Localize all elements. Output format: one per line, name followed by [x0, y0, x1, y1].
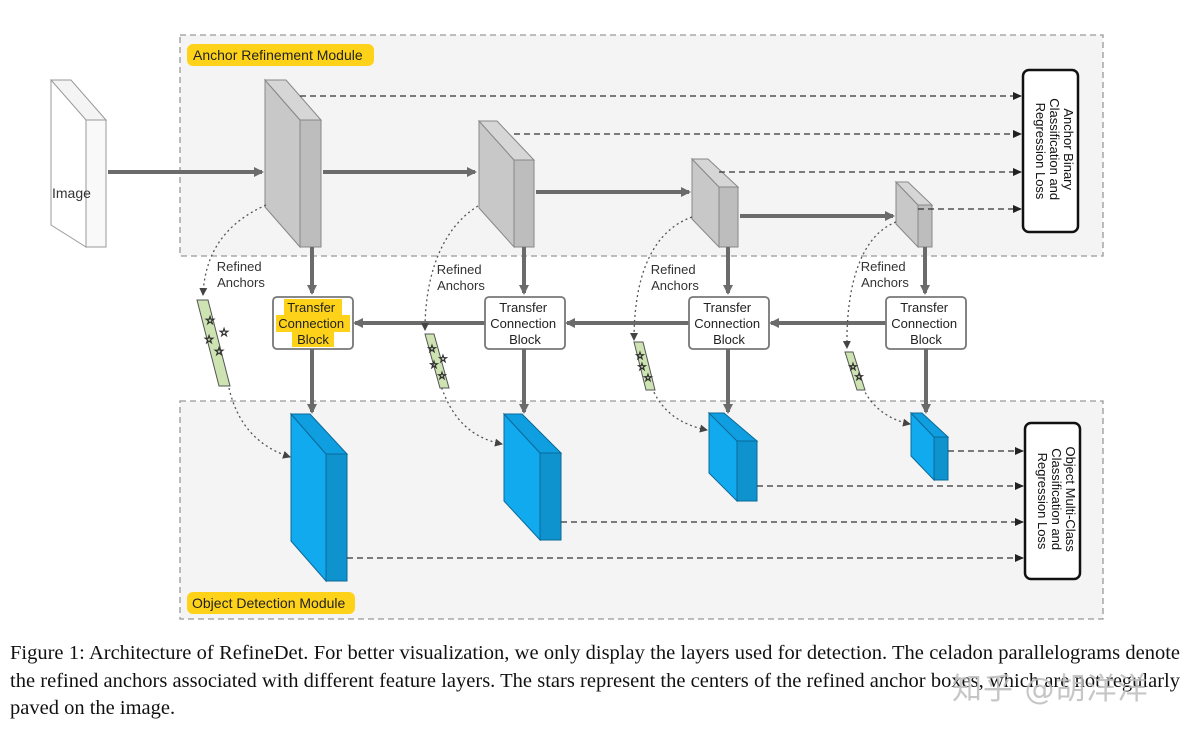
input-image: Image: [49, 79, 108, 248]
tcb-label-line: Transfer: [900, 300, 949, 315]
transfer-connection-block: Transfer Connection Block: [272, 296, 354, 350]
image-label: Image: [52, 185, 91, 201]
object-detection-label-highlight: [187, 592, 355, 614]
anchor-center-star-icon: ☆: [205, 315, 215, 327]
anchor-refinement-module-box: [179, 34, 1104, 257]
refined-anchor-dotted-paths: [199, 204, 911, 459]
anchor-center-star-icon: ☆: [636, 351, 645, 362]
tcb-label-line: Block: [509, 332, 541, 347]
arm-loss-dashed-arrows: [300, 92, 1022, 213]
figure-caption: Figure 1: Architecture of RefineDet. For…: [10, 642, 1180, 719]
odm-feature-map: [909, 411, 950, 482]
anchor-center-star-icon: ☆: [439, 354, 448, 365]
tcb-label-line: Transfer: [703, 300, 752, 315]
anchor-center-star-icon: ☆: [438, 371, 447, 382]
tcb-label-line: Connection: [694, 316, 760, 331]
odm-feature-map: [707, 411, 759, 503]
odm-loss-box: [1023, 421, 1082, 581]
odm-feature-map: [502, 412, 563, 542]
anchor-center-star-icon: ☆: [849, 362, 858, 373]
refined-anchors-label: Refined Anchors: [217, 259, 266, 290]
tcb-label-line: Connection: [278, 316, 344, 331]
transfer-connection-block: Transfer Connection Block: [688, 296, 770, 350]
anchor-center-star-icon: ☆: [428, 344, 437, 355]
anchor-center-star-icon: ☆: [430, 360, 439, 371]
anchor-center-star-icon: ☆: [204, 334, 214, 346]
transfer-connection-block: Transfer Connection Block: [484, 296, 566, 350]
refined-anchors-label: Refined Anchors: [651, 262, 700, 293]
anchor-center-star-icon: ☆: [855, 372, 864, 383]
svg-text:Transfer Connection: Transfer Connection Block: [694, 300, 763, 347]
tcb-label-line: Transfer: [287, 300, 336, 315]
refined-anchors-parallelogram: ☆ ☆: [844, 351, 866, 391]
object-detection-label: Object Detection Module: [192, 595, 346, 611]
arm-feature-map: [263, 78, 323, 249]
arm-feature-map: [477, 119, 536, 249]
anchor-refinement-label-highlight: [187, 44, 374, 66]
refined-anchors-label: Refined Anchors: [437, 262, 486, 293]
anchor-center-star-icon: ☆: [214, 346, 224, 358]
svg-text:Transfer Connection: Transfer Connection Block: [278, 300, 347, 347]
arm-feature-map: [894, 180, 934, 249]
arm-feature-map: [690, 157, 740, 249]
refined-anchors-parallelogram: ☆ ☆ ☆ ☆: [424, 333, 450, 389]
arm-to-tcb-arrows: [307, 247, 930, 295]
tcb-label-line: Connection: [490, 316, 556, 331]
odm-loss-dashed-arrows: [347, 447, 1024, 562]
odm-loss-text: Object Multi-Class Classification and Re…: [1035, 446, 1078, 555]
anchor-center-star-icon: ☆: [644, 373, 653, 384]
svg-text:Transfer Connection: Transfer Connection Block: [891, 300, 960, 347]
tcb-label-line: Block: [910, 332, 942, 347]
tcb-to-odm-arrows: [307, 349, 931, 414]
arm-loss-box: [1021, 68, 1080, 234]
refined-anchors-label: Refined Anchors: [861, 259, 910, 290]
refined-anchors-parallelogram: ☆ ☆ ☆: [633, 341, 656, 391]
anchor-center-star-icon: ☆: [219, 327, 229, 339]
arm-loss-text: Anchor Binary Classification and Regress…: [1033, 98, 1076, 204]
anchor-refinement-label: Anchor Refinement Module: [193, 47, 363, 63]
watermark: 知乎 @胡洋洋: [952, 672, 1149, 707]
arm-forward-arrows: [108, 167, 895, 221]
tcb-label-line: Block: [297, 332, 329, 347]
tcb-label-line: Transfer: [499, 300, 548, 315]
tcb-label-line: Block: [713, 332, 745, 347]
refined-anchors-parallelogram: ☆ ☆ ☆ ☆: [196, 299, 231, 387]
anchor-center-star-icon: ☆: [638, 362, 647, 373]
odm-feature-map: [289, 412, 349, 583]
svg-text:Transfer Connection: Transfer Connection Block: [490, 300, 559, 347]
transfer-connection-block: Transfer Connection Block: [885, 296, 967, 350]
tcb-label-line: Connection: [891, 316, 957, 331]
